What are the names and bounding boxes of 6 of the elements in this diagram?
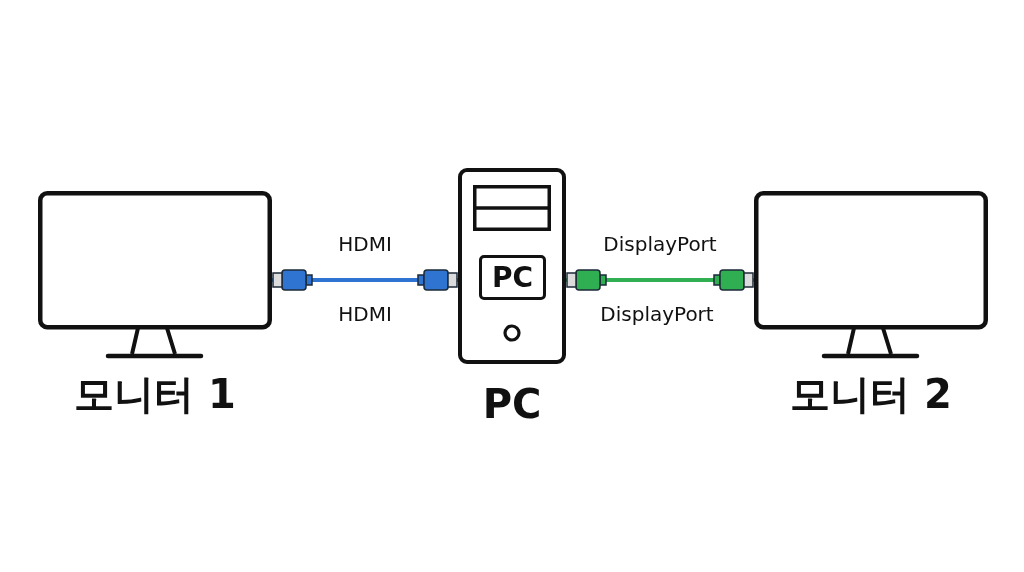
computer-label: PC	[482, 381, 542, 427]
monitor-label: 모니터 2	[790, 371, 952, 417]
name-plate: PC	[479, 255, 546, 300]
cable	[566, 269, 754, 291]
cable	[272, 269, 458, 291]
monitor-label: 모니터 1	[74, 371, 236, 417]
